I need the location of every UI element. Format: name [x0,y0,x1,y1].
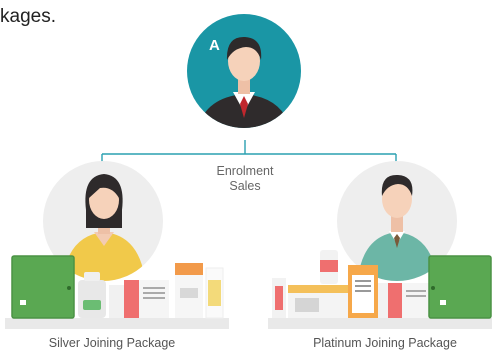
enrolment-label-line2: Sales [229,179,261,193]
left-person-silver [43,161,163,281]
platinum-package-label: Platinum Joining Package [313,336,457,350]
platinum-package-products [268,250,492,329]
enrolment-label-line1: Enrolment [216,164,274,178]
avatar-badge-letter: A [209,37,220,54]
silver-package-products [5,255,229,329]
enrolment-sales-label: Enrolment Sales [203,164,287,194]
top-person-avatar: A [187,14,301,128]
silver-package-label: Silver Joining Package [48,336,176,350]
intro-text-fragment: kages. [0,6,56,27]
